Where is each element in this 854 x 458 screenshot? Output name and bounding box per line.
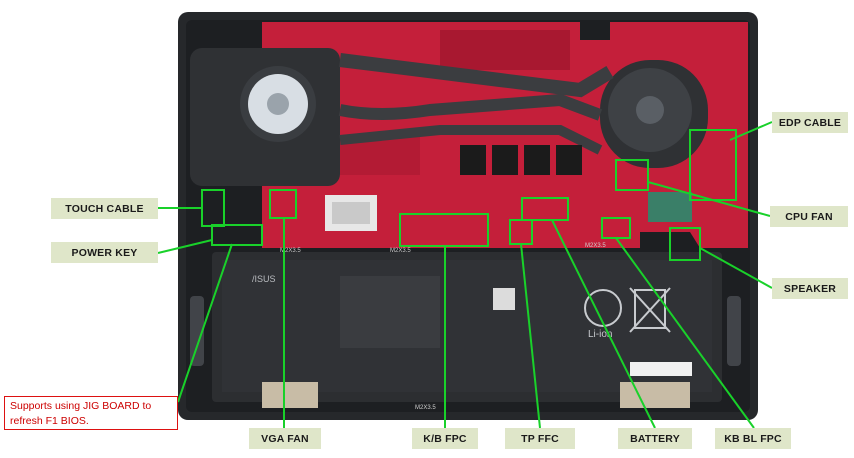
power-key-line <box>157 239 213 254</box>
jig-note-line <box>177 243 233 403</box>
screw-label-b: M2X3.5 <box>390 248 411 254</box>
ssd <box>648 192 692 222</box>
screw-label-c: M2X3.5 <box>585 243 606 249</box>
li-ion-text: Li-ion <box>588 329 612 340</box>
ram-chip <box>460 145 486 175</box>
kb-bl-fpc-line <box>615 237 755 429</box>
kb-bl-fpc-label: KB BL FPC <box>715 428 791 449</box>
battery-box <box>521 197 569 221</box>
edp-cable-label: EDP CABLE <box>772 112 848 133</box>
speaker-label: SPEAKER <box>772 278 848 299</box>
speaker-box <box>669 227 701 261</box>
tp-ffc-line <box>520 243 541 429</box>
speaker-line <box>699 247 773 289</box>
jig-board-note: Supports using JIG BOARD to refresh F1 B… <box>4 396 178 430</box>
cpu-fan-line <box>647 181 771 217</box>
power-key-label: POWER KEY <box>51 242 158 263</box>
speaker-right <box>727 296 741 366</box>
leader-lines <box>157 121 773 429</box>
asus-logo: /ISUS <box>252 274 276 284</box>
battery-sticker <box>630 362 692 376</box>
touch-cable-label: TOUCH CABLE <box>51 198 158 219</box>
weee-bin-icon <box>634 289 666 329</box>
heat-pipe <box>339 53 614 98</box>
cpu-fan-box <box>615 159 649 191</box>
qr-code <box>493 288 515 310</box>
edp-cable-line <box>729 121 773 141</box>
power-key-box <box>211 224 263 246</box>
speaker-left <box>190 296 204 366</box>
battery-line <box>551 219 656 429</box>
tape-left <box>262 382 318 408</box>
ram-chip <box>524 145 550 175</box>
cpu-fan-label: CPU FAN <box>770 206 848 227</box>
recycle-icon <box>584 289 622 327</box>
battery-label: BATTERY <box>618 428 692 449</box>
battery-label-area <box>340 276 440 348</box>
kb-fpc-label: K/B FPC <box>412 428 478 449</box>
screw-label-a: M2X3.5 <box>280 248 301 254</box>
tape-right <box>620 382 690 408</box>
ram-chip <box>556 145 582 175</box>
vga-fan-label: VGA FAN <box>249 428 321 449</box>
tp-ffc-label: TP FFC <box>505 428 575 449</box>
screw-label-d: M2X3.5 <box>415 405 436 411</box>
ram-chip <box>492 145 518 175</box>
